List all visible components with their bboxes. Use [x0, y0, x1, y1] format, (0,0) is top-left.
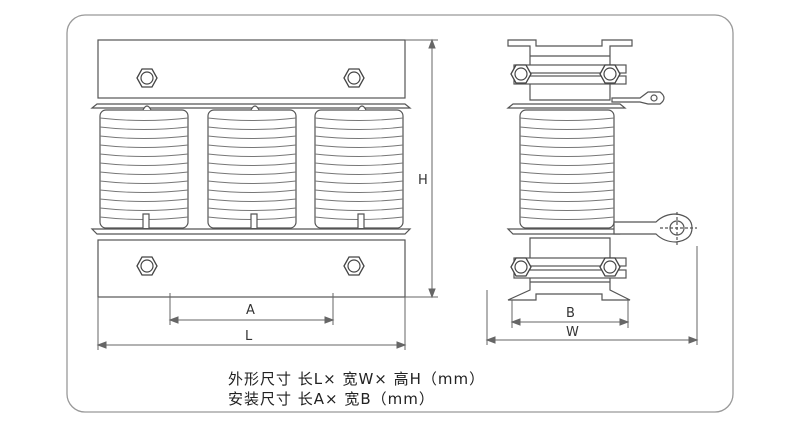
hex-bolt-icon	[510, 257, 532, 277]
hex-bolt-icon	[599, 64, 621, 84]
dimension-label-h: H	[418, 173, 428, 188]
coil-winding	[314, 198, 404, 202]
coil-winding	[99, 162, 189, 166]
side-dimensions	[485, 246, 699, 345]
coil-winding	[314, 117, 404, 121]
coil-winding	[99, 153, 189, 157]
coil-winding	[314, 189, 404, 193]
dimension-label-l: L	[245, 329, 253, 344]
coil-winding	[314, 135, 404, 139]
bottom-flange	[90, 228, 412, 235]
coil-winding	[314, 171, 404, 175]
overall-dimensions-caption: 外形尺寸 长L× 宽W× 高H（mm）	[228, 370, 486, 388]
hex-bolt-icon	[343, 256, 365, 276]
coil-winding	[99, 117, 189, 121]
coil-winding	[519, 135, 615, 139]
coil-winding	[207, 189, 297, 193]
coil-winding	[99, 144, 189, 148]
coil-winding	[519, 162, 615, 166]
coil-winding	[314, 180, 404, 184]
coil-winding	[314, 153, 404, 157]
front-dimensions	[96, 38, 438, 350]
coil-winding	[207, 144, 297, 148]
dimension-label-a: A	[246, 303, 255, 318]
coil-winding	[207, 162, 297, 166]
coil-winding	[519, 180, 615, 184]
coil-taps	[142, 105, 367, 228]
coil-winding	[207, 117, 297, 121]
coil-winding	[314, 144, 404, 148]
hex-bolt-icon	[599, 257, 621, 277]
coil-winding	[207, 180, 297, 184]
coil-winding	[314, 126, 404, 130]
coil-winding	[207, 171, 297, 175]
coil-winding	[519, 207, 615, 211]
hex-bolt-icon	[136, 256, 158, 276]
top-flange	[90, 103, 412, 109]
top-terminal	[611, 91, 665, 105]
coil-winding	[519, 153, 615, 157]
front-view	[90, 39, 412, 298]
coil-winding	[99, 180, 189, 184]
coil-winding	[207, 135, 297, 139]
coil-winding	[519, 144, 615, 148]
coil-winding	[207, 207, 297, 211]
dimension-label-w: W	[566, 325, 579, 340]
coil-winding	[314, 207, 404, 211]
coil-winding	[519, 126, 615, 130]
coil-winding	[207, 153, 297, 157]
hex-bolt-icon	[136, 68, 158, 88]
coil-winding	[99, 207, 189, 211]
coil-winding	[207, 126, 297, 130]
coil-winding	[519, 117, 615, 121]
coil-winding	[99, 189, 189, 193]
coil-winding	[99, 126, 189, 130]
side-view	[506, 39, 697, 301]
coil-winding	[314, 162, 404, 166]
coil-winding	[99, 135, 189, 139]
mounting-dimensions-caption: 安装尺寸 长A× 宽B（mm）	[228, 390, 435, 408]
coil-winding	[99, 198, 189, 202]
coil-winding	[519, 216, 615, 220]
coil-winding	[519, 198, 615, 202]
hex-bolt-icon	[343, 68, 365, 88]
coil-winding	[519, 171, 615, 175]
coil-side	[519, 109, 615, 229]
hex-bolt-icon	[510, 64, 532, 84]
coil-winding	[99, 171, 189, 175]
dimension-label-b: B	[566, 306, 575, 321]
coil-winding	[519, 189, 615, 193]
coil-winding	[207, 198, 297, 202]
drawing-frame	[66, 14, 734, 413]
